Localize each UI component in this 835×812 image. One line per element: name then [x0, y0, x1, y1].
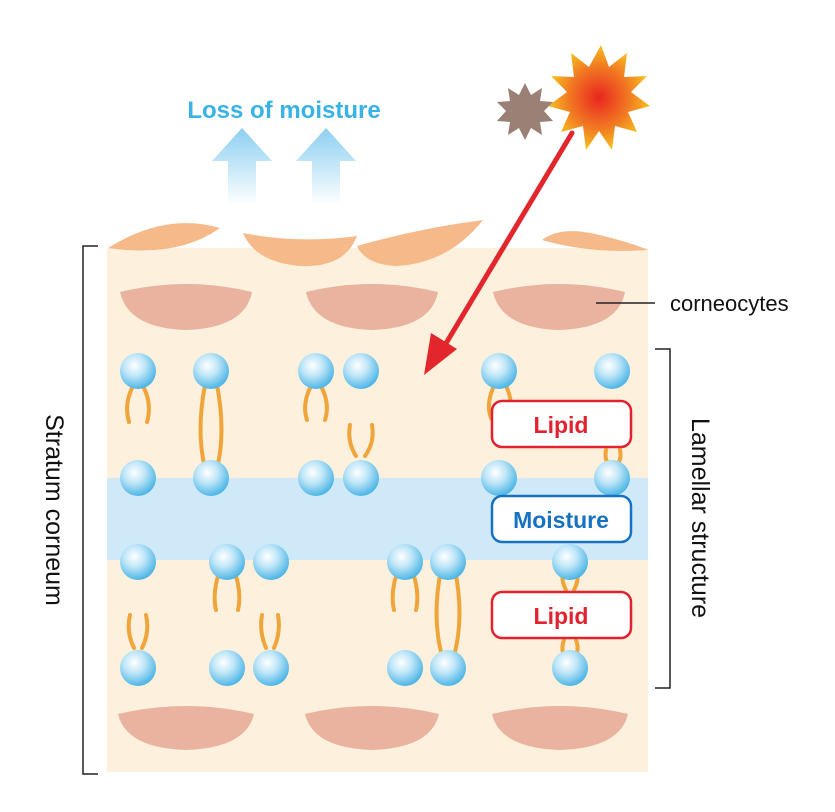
up-arrow-icon — [296, 128, 356, 205]
lipid-label-upper: Lipid — [534, 412, 589, 438]
up-arrow-icon — [212, 128, 272, 205]
lipid-label-lower: Lipid — [534, 603, 589, 629]
stratum-corneum-label: Stratum corneum — [40, 414, 68, 606]
sun-icon — [548, 45, 650, 150]
red-penetration-arrow — [424, 130, 575, 375]
lipid-label-box-upper — [490, 399, 633, 449]
lamellar-structure-label: Lamellar structure — [686, 418, 714, 618]
lipid-heads — [120, 353, 630, 686]
lamellar-structure-bracket — [655, 348, 671, 689]
corneocyte-row-top — [120, 284, 625, 330]
stratum-corneum-bracket — [82, 245, 98, 775]
top-surface-cells — [108, 220, 648, 267]
loss-of-moisture-label: Loss of moisture — [187, 97, 380, 124]
dust-particle-icon — [497, 83, 553, 140]
moisture-label: Moisture — [513, 507, 609, 533]
moisture-label-box — [490, 494, 633, 544]
lipid-label-box-lower — [490, 590, 633, 640]
corneocyte-row-bottom — [118, 706, 628, 750]
corneocytes-label: corneocytes — [670, 291, 789, 316]
